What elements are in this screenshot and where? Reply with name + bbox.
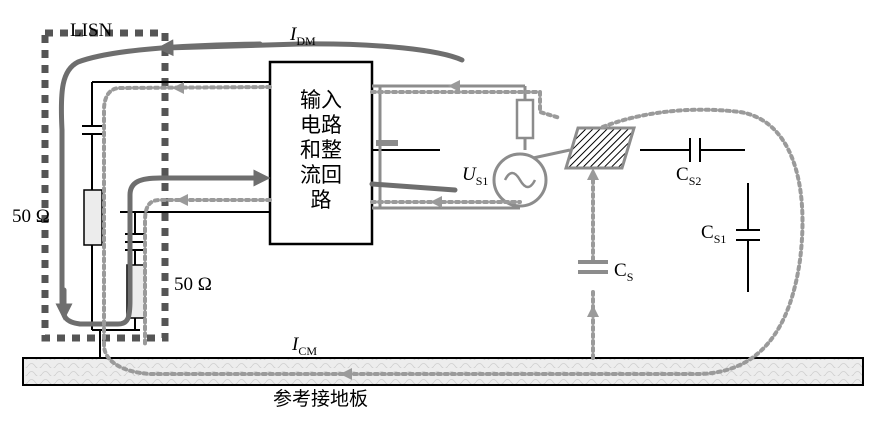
label-i-dm: IDM xyxy=(289,24,316,48)
svg-text:电路: 电路 xyxy=(300,113,342,137)
switch-device xyxy=(563,126,637,170)
lisn-resistor-upper xyxy=(83,189,103,246)
source-resistor xyxy=(515,98,535,140)
svg-text:路: 路 xyxy=(311,188,332,212)
cm-current-path xyxy=(102,85,805,376)
ac-source-sine xyxy=(503,171,537,189)
ground-plane-hatch xyxy=(24,359,862,384)
cap-cs xyxy=(578,260,608,274)
circuit-wires xyxy=(82,81,760,358)
label-us1: US1 xyxy=(462,164,488,188)
svg-text:和整: 和整 xyxy=(300,138,342,162)
cm-arrow-heads xyxy=(172,80,599,380)
label-cs2: CS2 xyxy=(676,164,701,188)
svg-text:输入: 输入 xyxy=(300,88,342,112)
label-i-cm: ICM xyxy=(291,334,317,358)
label-cs1: CS1 xyxy=(701,222,726,246)
dm-current-path xyxy=(55,39,465,327)
label-cs: CS xyxy=(614,260,633,284)
svg-text:流回: 流回 xyxy=(300,163,342,187)
source-to-chip-wire xyxy=(532,148,571,160)
lisn-resistor-upper-label: 50 Ω xyxy=(12,206,50,227)
rectifier-box xyxy=(268,60,374,246)
ground-plane-label: 参考接地板 xyxy=(273,388,368,410)
rectifier-box-label: 输入 电路 和整 流回 路 xyxy=(300,88,342,212)
lisn-resistor-lower-label: 50 Ω xyxy=(174,274,212,295)
lisn-label: LISN xyxy=(70,20,113,41)
